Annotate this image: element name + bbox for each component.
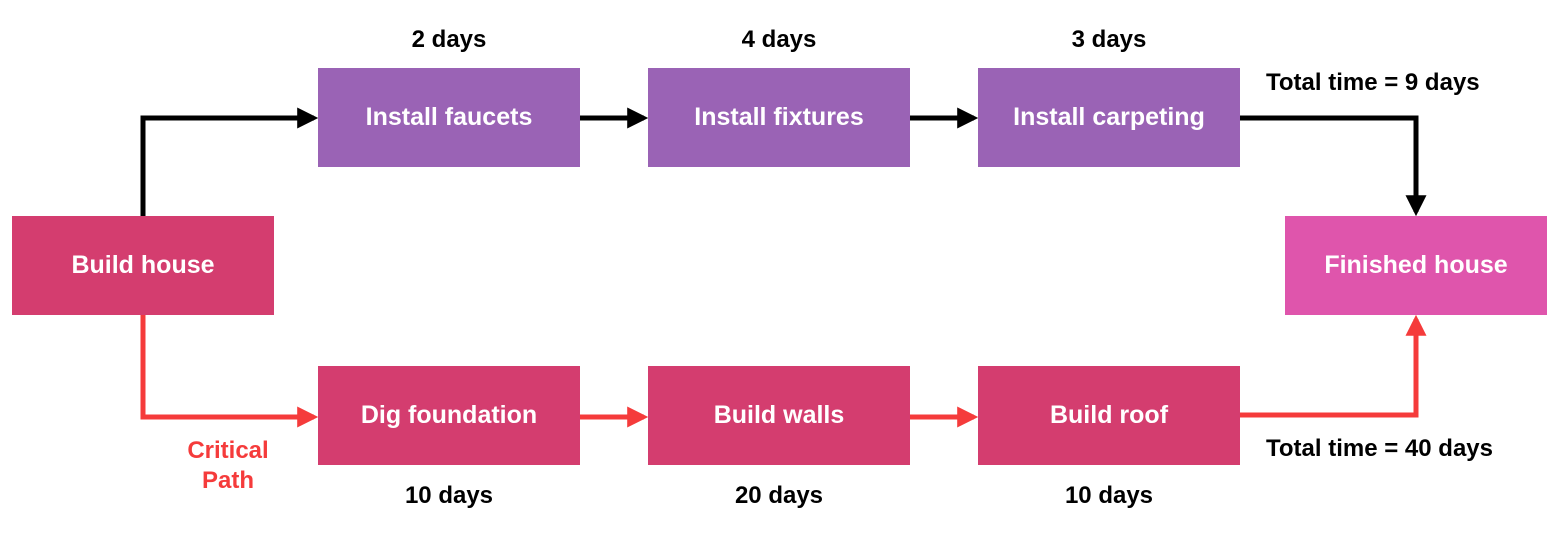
build-walls-node: Build walls bbox=[648, 366, 910, 465]
walls-duration: 20 days bbox=[734, 482, 824, 509]
foundation-duration: 10 days bbox=[404, 482, 494, 509]
arrow-start-to-foundation bbox=[140, 315, 319, 428]
finished-house-node: Finished house bbox=[1285, 216, 1547, 315]
bottom-path-total: Total time = 40 days bbox=[1266, 435, 1493, 462]
arrow-roof-to-finished bbox=[1240, 314, 1427, 418]
build-house-node: Build house bbox=[12, 216, 274, 315]
critical-path-label-line2: Path bbox=[201, 467, 254, 494]
top-path-total: Total time = 9 days bbox=[1266, 69, 1480, 96]
dig-foundation-node: Dig foundation bbox=[318, 366, 580, 465]
fixtures-duration: 4 days bbox=[741, 26, 817, 53]
faucets-duration: 2 days bbox=[411, 26, 487, 53]
critical-path-label: Critical Path bbox=[168, 436, 288, 496]
install-fixtures-node: Install fixtures bbox=[648, 68, 910, 167]
arrow-start-to-faucets bbox=[140, 107, 319, 216]
install-faucets-node: Install faucets bbox=[318, 68, 580, 167]
critical-path-label-line1: Critical bbox=[187, 437, 269, 464]
build-roof-node: Build roof bbox=[978, 366, 1240, 465]
install-carpeting-node: Install carpeting bbox=[978, 68, 1240, 167]
carpeting-duration: 3 days bbox=[1071, 26, 1147, 53]
roof-duration: 10 days bbox=[1064, 482, 1154, 509]
arrow-carpeting-to-finished bbox=[1240, 115, 1427, 217]
